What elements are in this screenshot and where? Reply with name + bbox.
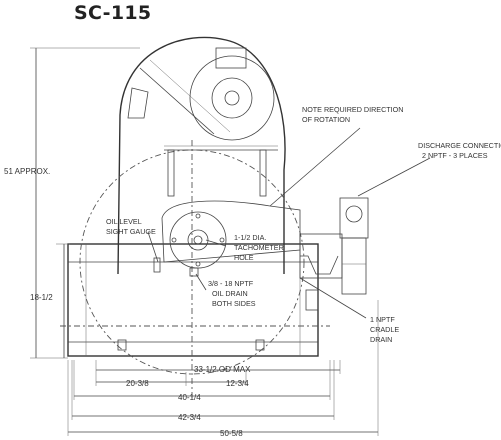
- oil-drain-label: 3/8 - 18 NPTF OIL DRAIN BOTH SIDES: [208, 279, 256, 308]
- discharge-connection-label: DISCHARGE CONNECTION 2 NPTF - 3 PLACES: [418, 141, 501, 160]
- left-offset-dim: 20-3/8: [126, 379, 149, 388]
- oil-level-label: OIL LEVEL SIGHT GAUGE: [106, 217, 156, 236]
- right-offset-dim: 12-3/4: [226, 379, 249, 388]
- rotation-note: NOTE REQUIRED DIRECTION OF ROTATION: [302, 105, 405, 124]
- drawing-title: SC-115: [74, 2, 152, 24]
- leader-lines: [147, 127, 431, 319]
- width-42-dim: 42-3/4: [178, 413, 201, 422]
- dimension-lines: [30, 47, 379, 436]
- od-max-dim: 33-1/2 OD MAX: [194, 365, 251, 374]
- tachometer-label: 1-1/2 DIA. TACHOMETER HOLE: [234, 233, 286, 262]
- overall-height-dim: 51 APPROX.: [4, 167, 50, 176]
- base-height-dim: 18-1/2: [30, 293, 53, 302]
- width-50-dim: 50-5/8: [220, 429, 243, 438]
- cradle-drain-label: 1 NPTF CRADLE DRAIN: [370, 315, 401, 344]
- width-40-dim: 40-1/4: [178, 393, 201, 402]
- pump-body: [60, 36, 369, 400]
